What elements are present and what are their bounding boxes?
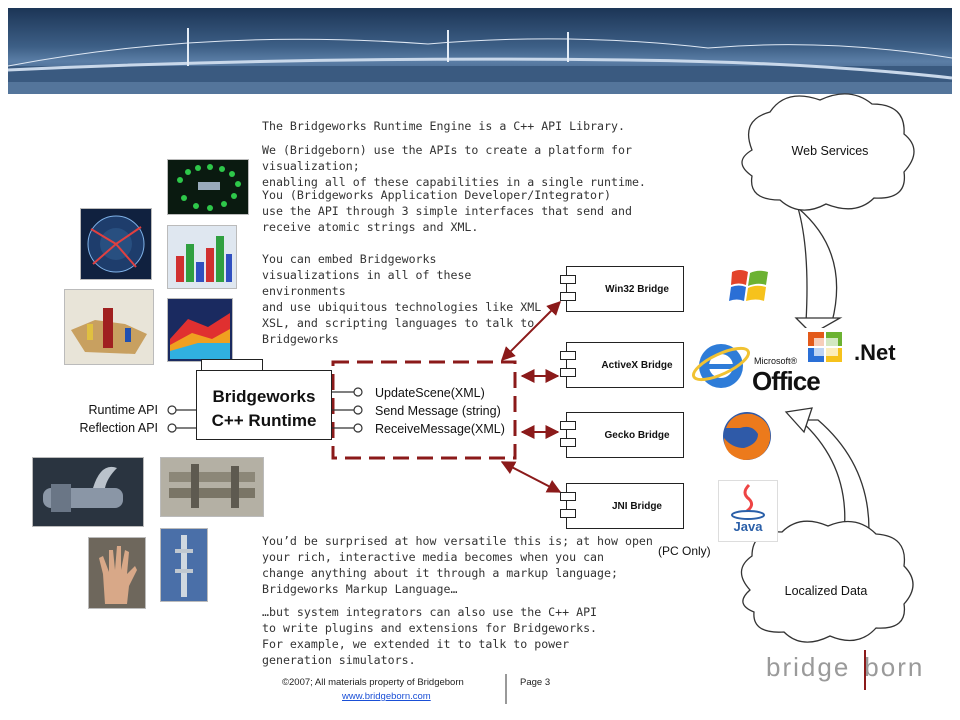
office-icon xyxy=(808,332,842,362)
intro-paragraph: The Bridgeworks Runtime Engine is a C++ … xyxy=(262,119,625,133)
footer-website-link[interactable]: www.bridgeborn.com xyxy=(342,691,431,702)
runtime-title-line2: C++ Runtime xyxy=(211,411,317,430)
microsoft-office-logo: Microsoft® Office xyxy=(752,328,852,400)
runtime-api-label: Runtime API xyxy=(88,403,158,417)
network-graph-thumbnail xyxy=(80,208,152,280)
logo-born-text: born xyxy=(864,652,925,682)
logo-bridge-text: bridge xyxy=(766,652,851,682)
logo-divider xyxy=(864,650,866,690)
hand-model-thumbnail xyxy=(88,537,146,609)
windows-logo-icon xyxy=(728,266,772,306)
bar-chart-3d-thumbnail xyxy=(167,225,237,289)
turbine-thumbnail xyxy=(32,457,144,527)
header-banner-image xyxy=(8,8,952,94)
integrators-paragraph: …but system integrators can also use the… xyxy=(262,605,598,667)
terrain-heatmap-thumbnail xyxy=(167,298,233,362)
win32-bridge-label: Win32 Bridge xyxy=(605,283,669,295)
tower-model-thumbnail xyxy=(160,528,208,602)
interface-receive-message: ReceiveMessage(XML) xyxy=(375,422,505,436)
bridgeborn-logo: bridge born xyxy=(766,650,925,690)
java-text: Java xyxy=(733,519,763,534)
radial-viz-thumbnail xyxy=(167,159,249,215)
firefox-icon xyxy=(718,408,776,464)
developer-paragraph: You (Bridgeworks Application Developer/I… xyxy=(262,188,632,234)
reflection-api-label: Reflection API xyxy=(79,421,158,435)
footer-copyright: ©2007; All materials property of Bridgeb… xyxy=(282,677,464,688)
activex-bridge-label: ActiveX Bridge xyxy=(601,359,673,371)
versatile-paragraph: You’d be surprised at how versatile this… xyxy=(262,534,653,596)
footer-page-number: Page 3 xyxy=(520,677,551,688)
jni-bridge-label: JNI Bridge xyxy=(611,500,662,512)
interface-update-scene: UpdateScene(XML) xyxy=(375,386,485,400)
interface-send-message: Send Message (string) xyxy=(375,404,501,418)
web-services-label: Web Services xyxy=(791,144,869,158)
localized-data-label: Localized Data xyxy=(784,584,868,598)
office-microsoft-text: Microsoft® xyxy=(754,356,798,366)
platform-paragraph: We (Bridgeborn) use the APIs to create a… xyxy=(262,143,646,189)
machinery-thumbnail xyxy=(160,457,264,517)
component-tab xyxy=(201,359,263,370)
internet-explorer-icon xyxy=(690,334,752,396)
gecko-bridge-label: Gecko Bridge xyxy=(604,429,670,441)
gecko-bridge-box: Gecko Bridge xyxy=(560,412,684,458)
jni-bridge-box: JNI Bridge xyxy=(560,483,684,529)
map-data-thumbnail xyxy=(64,289,154,365)
win32-bridge-box: Win32 Bridge xyxy=(560,266,684,312)
java-logo-icon: Java xyxy=(718,480,778,542)
office-text: Office xyxy=(752,366,821,396)
runtime-component-box: Bridgeworks C++ Runtime xyxy=(196,359,332,440)
dotnet-label: .Net xyxy=(854,340,896,365)
activex-bridge-box: ActiveX Bridge xyxy=(560,342,684,388)
pc-only-note: (PC Only) xyxy=(658,544,711,558)
runtime-title-line1: Bridgeworks xyxy=(212,387,316,406)
